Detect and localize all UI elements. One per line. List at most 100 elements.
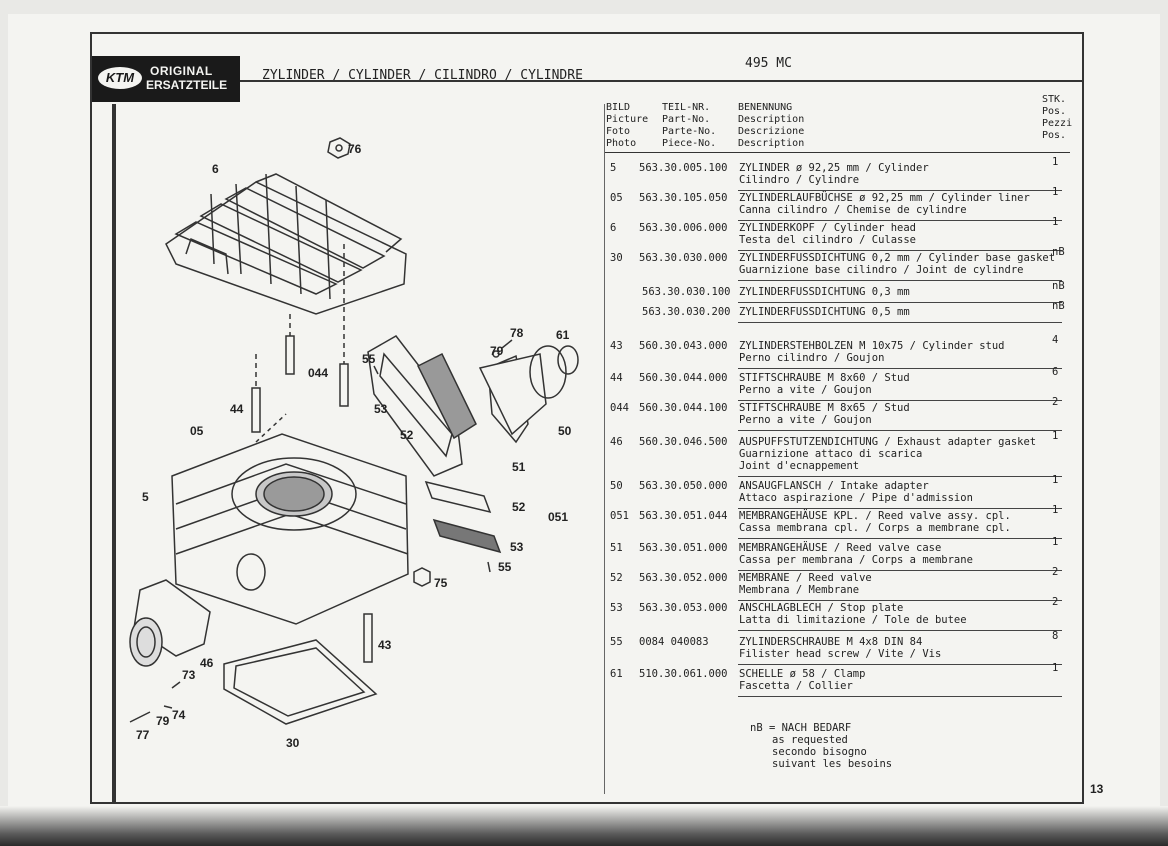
part-number: 560.30.044.100 [639,402,728,414]
exploded-cylinder-drawing [129,137,579,725]
callout-number: 05 [190,424,204,438]
description-line: SCHELLE ø 58 / Clamp [739,668,866,680]
row-underline [738,538,1062,539]
row-underline [738,696,1062,697]
part-number: 560.30.046.500 [639,436,728,448]
row-underline [738,430,1062,431]
callout-number: 5 [142,490,149,504]
description-line: STIFTSCHRAUBE M 8x65 / Stud [739,402,910,414]
part-number: 563.30.052.000 [639,572,728,584]
part-picture-number: 46 [610,436,623,448]
part-picture-number: 30 [610,252,623,264]
part-quantity: nB [1052,246,1065,258]
exhaust-adapter [129,579,211,667]
part-picture-number: 51 [610,542,623,554]
description-line: Testa del cilindro / Culasse [739,234,917,246]
part-quantity: 1 [1052,474,1059,486]
description-line: ZYLINDERFUSSDICHTUNG 0,3 mm [739,286,910,298]
description-line: MEMBRANE / Reed valve [739,572,872,584]
part-picture-number: 52 [610,572,623,584]
part-number: 563.30.030.100 [642,286,731,298]
callout-number: 55 [362,352,376,366]
callout-number: 52 [400,428,414,442]
callout-number: 43 [378,638,392,652]
logo-line-1: ORIGINAL [150,64,213,78]
column-divider [604,104,605,794]
cylinder-head [165,173,407,315]
part-description: ZYLINDERFUSSDICHTUNG 0,5 mm [739,306,910,318]
callout-number: 53 [510,540,524,554]
callout-number: 79 [156,714,170,728]
row-underline [738,664,1062,665]
description-line: Guarnizione base cilindro / Joint de cyl… [739,264,1024,276]
description-line: Fascetta / Collier [739,680,853,692]
row-underline [738,508,1062,509]
description-line: ZYLINDERFUSSDICHTUNG 0,5 mm [739,306,910,318]
page-frame [90,32,1084,804]
description-line: ANSCHLAGBLECH / Stop plate [739,602,904,614]
part-quantity: nB [1052,280,1065,292]
left-border [112,104,116,804]
part-picture-number: 051 [610,510,629,522]
callout-number: 78 [510,326,524,340]
part-number: 563.30.005.100 [639,162,728,174]
part-picture-number: 50 [610,480,623,492]
head-nut-76 [327,137,351,159]
part-picture-number: 53 [610,602,623,614]
description-line: Latta di limitazione / Tole de butee [739,614,967,626]
part-number: 563.30.053.000 [639,602,728,614]
part-picture-number: 44 [610,372,623,384]
part-quantity: 4 [1052,334,1059,346]
row-underline [738,190,1062,191]
part-number: 563.30.051.000 [639,542,728,554]
part-quantity: 1 [1052,430,1059,442]
description-line: Perno a vite / Goujon [739,384,872,396]
part-number: 560.30.043.000 [639,340,728,352]
row-underline [738,400,1062,401]
description-line: Canna cilindro / Chemise de cylindre [739,204,967,216]
catalog-sheet [8,14,1160,832]
row-underline [738,630,1062,631]
callout-number: 75 [434,576,448,590]
callout-number: 44 [230,402,244,416]
part-quantity: 2 [1052,596,1059,608]
callout-number: 76 [348,142,362,156]
description-line: ZYLINDERFUSSDICHTUNG 0,2 mm / Cylinder b… [739,252,1056,264]
part-quantity: 2 [1052,566,1059,578]
callout-number: 53 [374,402,388,416]
part-quantity: 8 [1052,630,1059,642]
callout-number: 6 [212,162,219,176]
part-number: 563.30.006.000 [639,222,728,234]
row-underline [738,280,1062,281]
description-line: ZYLINDERSCHRAUBE M 4x8 DIN 84 [739,636,923,648]
description-line: Attaco aspirazione / Pipe d'admission [739,492,973,504]
description-line: AUSPUFFSTUTZENDICHTUNG / Exhaust adapter… [739,436,1037,448]
description-line: ZYLINDER ø 92,25 mm / Cylinder [739,162,929,174]
reed-valve-assembly [367,335,529,554]
description-line: Cassa per membrana / Corps a membrane [739,554,973,566]
callout-number: 051 [548,510,569,524]
description-line: Guarnizione attaco di scarica [739,448,923,460]
callout-number: 50 [558,424,572,438]
part-description: ZYLINDERLAUFBÜCHSE ø 92,25 mm / Cylinder… [739,192,1030,216]
part-picture-number: 43 [610,340,623,352]
row-underline [738,368,1062,369]
callout-number: 51 [512,460,526,474]
part-quantity: nB [1052,300,1065,312]
header-divider [90,80,1084,82]
description-line: ZYLINDERLAUFBÜCHSE ø 92,25 mm / Cylinder… [739,192,1030,204]
cylinder-body [171,413,409,625]
base-gasket [223,639,378,725]
part-number: 563.30.050.000 [639,480,728,492]
part-number: 560.30.044.000 [639,372,728,384]
